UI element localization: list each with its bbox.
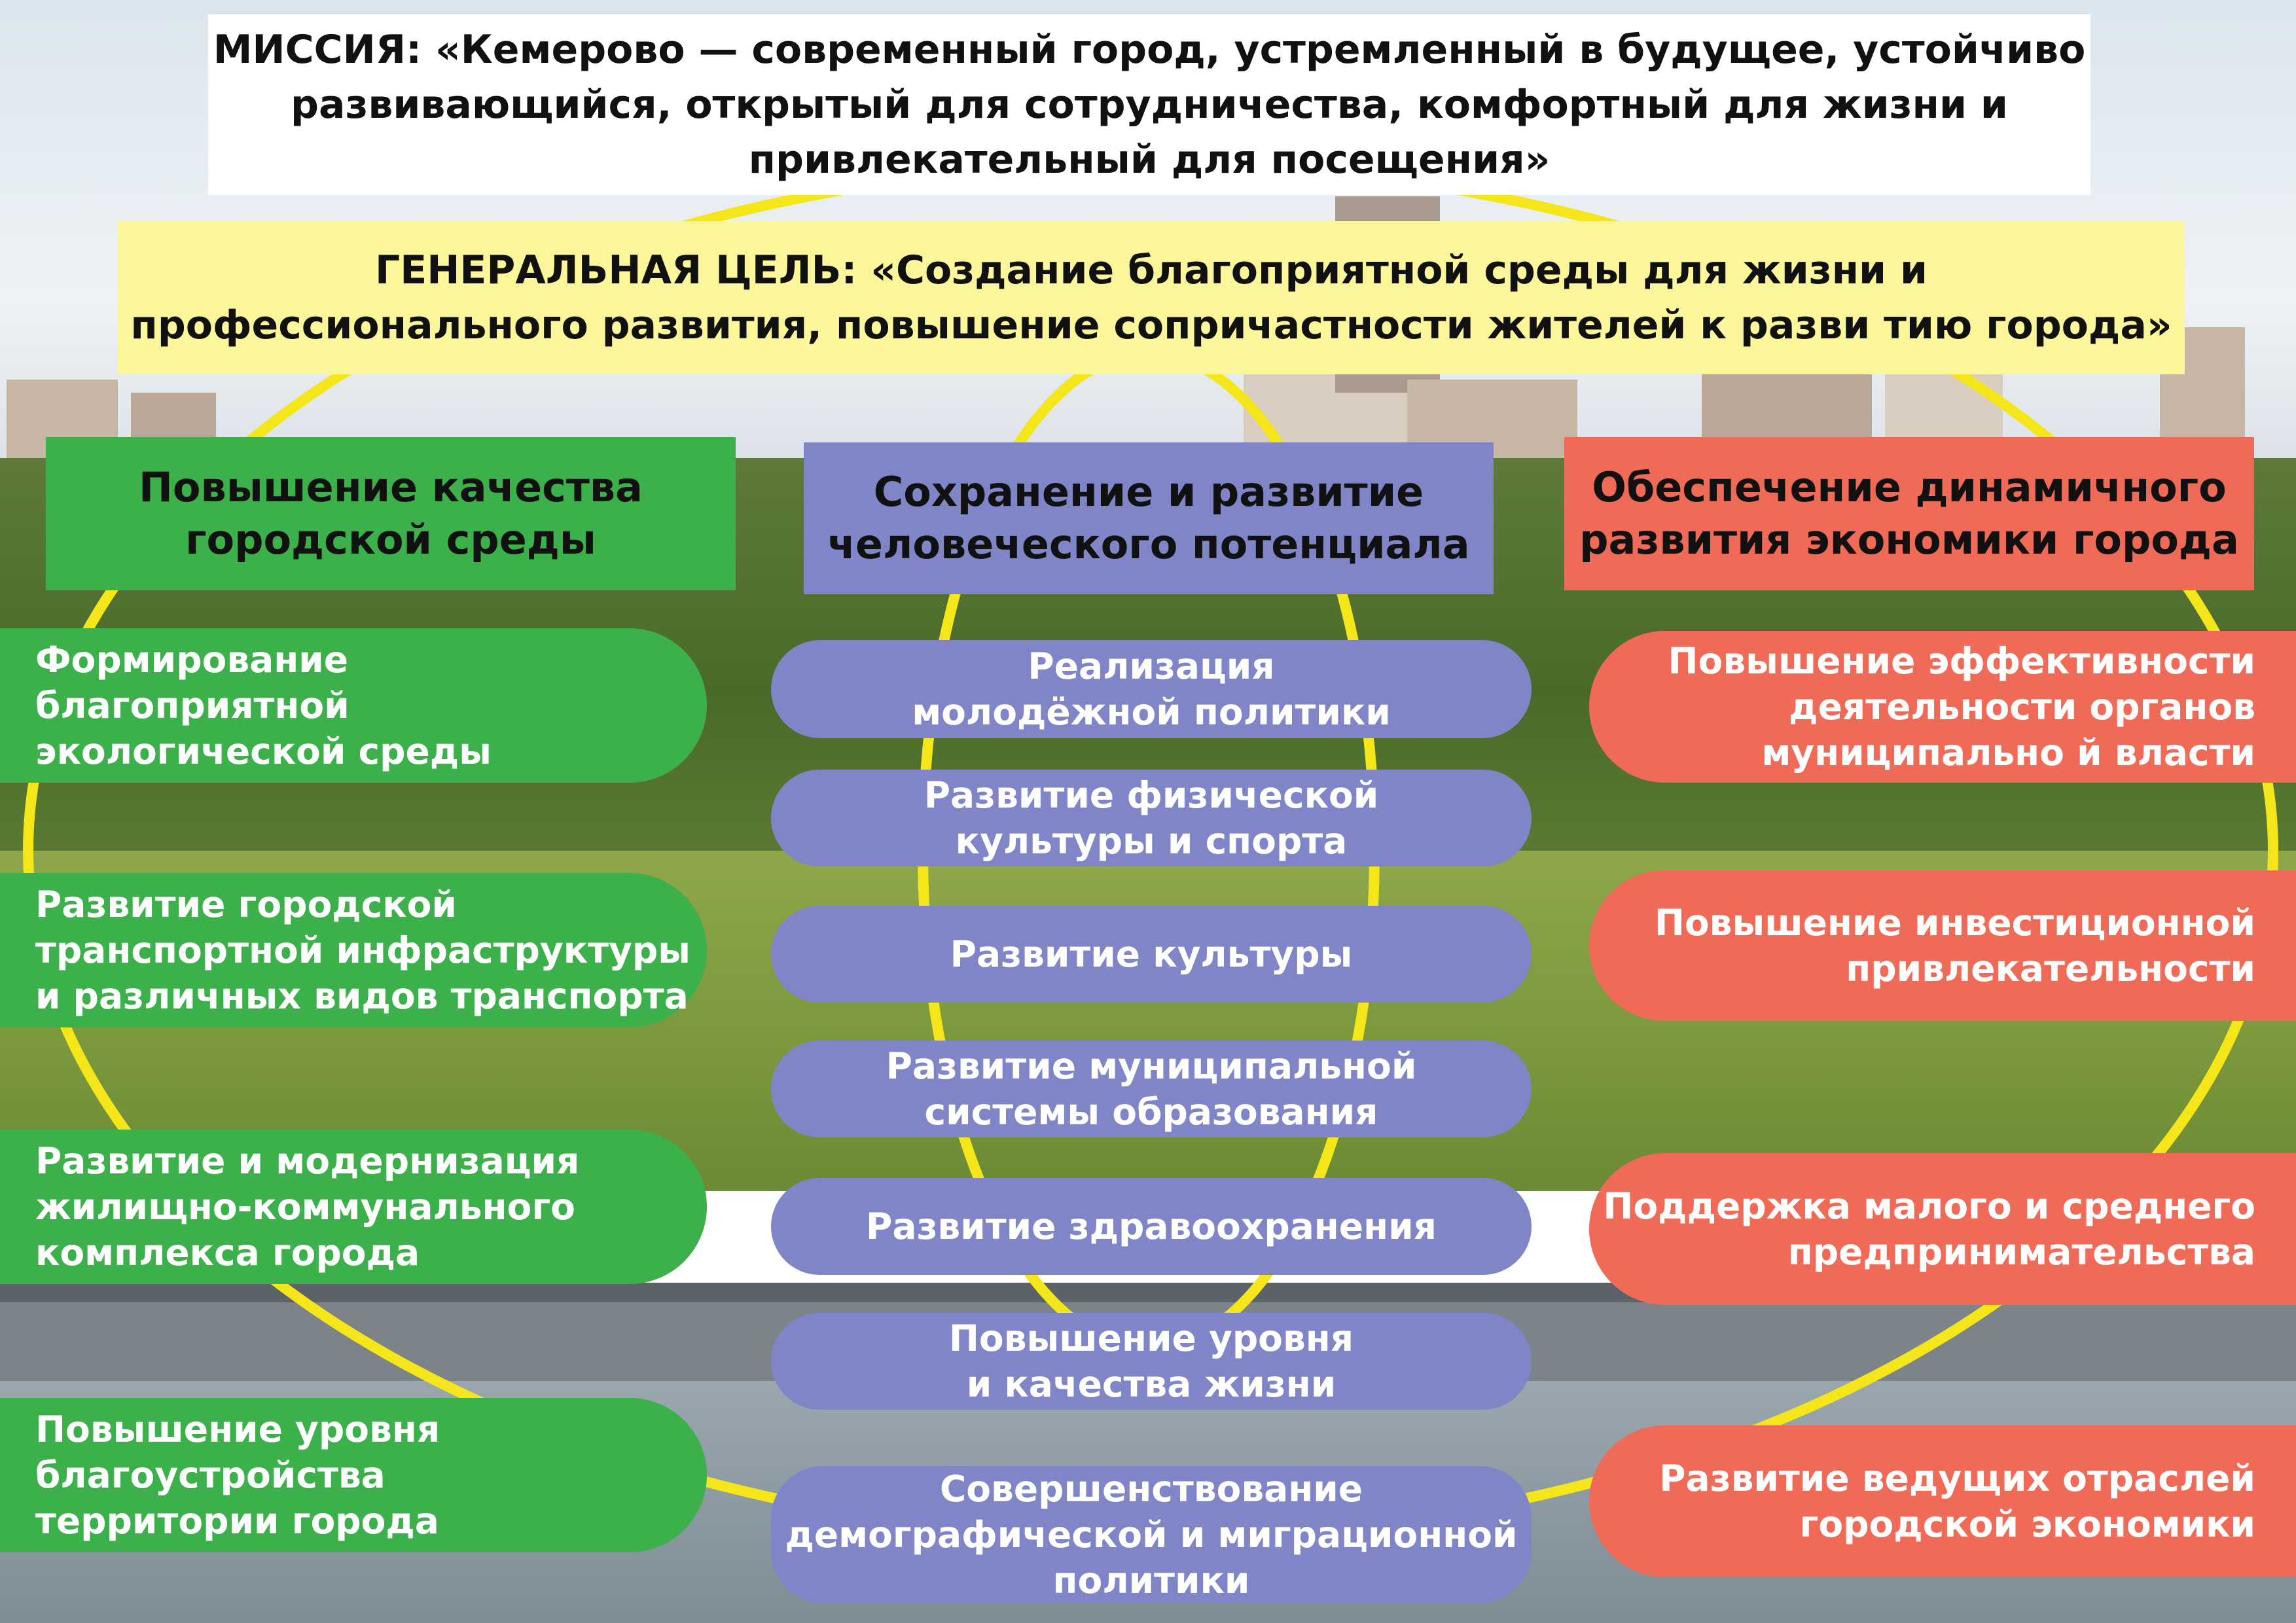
column-header-human-potential: Сохранение и развитие человеческого поте… (804, 442, 1494, 594)
goal-item-ecology: Формирование благоприятной экологической… (0, 628, 707, 783)
goal-item-youth-policy: Реализация молодёжной политики (771, 640, 1532, 738)
goal-item-demography: Совершенствование демографической и мигр… (771, 1466, 1532, 1603)
general-goal: ГЕНЕРАЛЬНАЯ ЦЕЛЬ: «Создание благоприятно… (118, 221, 2185, 374)
goal-item-leading-industries: Развитие ведущих отраслей городской экон… (1589, 1425, 2296, 1577)
goal-item-municipal-efficiency: Повышение эффективности деятельности орг… (1589, 631, 2296, 783)
goal-item-landscaping: Повышение уровня благоустройства террито… (0, 1398, 707, 1552)
goal-item-sport: Развитие физической культуры и спорта (771, 770, 1532, 866)
column-header-urban-environment: Повышение качества городской среды (46, 437, 736, 590)
goal-item-culture: Развитие культуры (771, 906, 1532, 1003)
column-header-economy: Обеспечение динамичного развития экономи… (1564, 437, 2254, 590)
goal-item-quality-of-life: Повышение уровня и качества жизни (771, 1313, 1532, 1410)
goal-item-transport: Развитие городской транспортной инфрастр… (0, 873, 707, 1027)
goal-item-investment: Повышение инвестиционной привлекательнос… (1589, 870, 2296, 1021)
mission-statement: МИССИЯ: «Кемерово — современный город, у… (208, 14, 2090, 195)
goal-item-small-business: Поддержка малого и среднего предпринимат… (1589, 1153, 2296, 1305)
goal-item-housing-utilities: Развитие и модернизация жилищно-коммунал… (0, 1130, 707, 1284)
goal-item-education: Развитие муниципальной системы образован… (771, 1041, 1532, 1137)
goal-item-healthcare: Развитие здравоохранения (771, 1178, 1532, 1275)
